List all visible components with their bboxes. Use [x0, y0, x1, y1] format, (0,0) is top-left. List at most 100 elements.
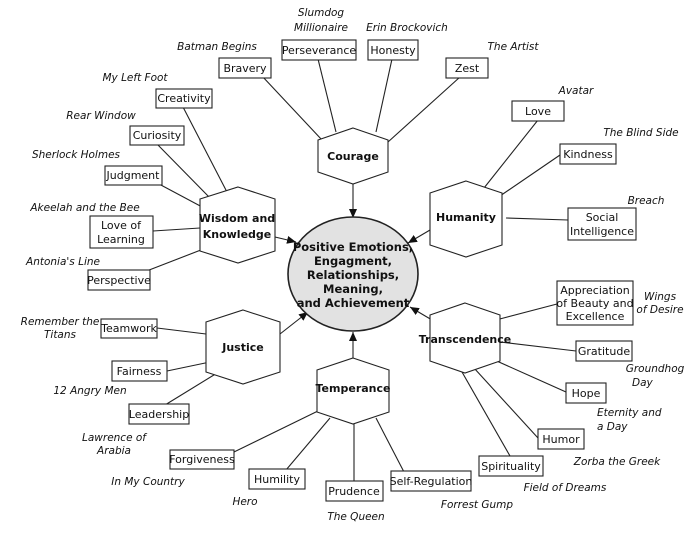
film-wings-line-1: Wings [644, 291, 677, 303]
virtue-transcendence-label: Transcendence [419, 333, 511, 346]
film-forrest-gump: Forrest Gump [441, 499, 514, 511]
virtue-justice: Justice [205, 309, 281, 385]
strength-self-regulation: Self-Regulation [390, 470, 473, 492]
strength-love-label: Love [525, 105, 551, 118]
film-field-of-dreams: Field of Dreams [524, 482, 607, 494]
strength-curiosity: Curiosity [129, 125, 185, 146]
strength-love-of-learning: Love of Learning [89, 215, 154, 249]
strength-self-regulation-label: Self-Regulation [390, 475, 473, 488]
strength-love-of-learning-label-2: Learning [97, 233, 145, 246]
strength-perseverance-label: Perseverance [282, 44, 357, 57]
film-akeelah: Akeelah and the Bee [29, 202, 139, 214]
strength-teamwork: Teamwork [100, 318, 158, 339]
film-remember-titans-line-1: Remember the [21, 316, 100, 328]
strength-bravery-label: Bravery [223, 62, 267, 75]
film-rear-window: Rear Window [66, 110, 136, 122]
film-my-left-foot: My Left Foot [102, 72, 168, 84]
virtue-temperance-label: Temperance [316, 382, 391, 395]
film-lawrence-line-1: Lawrence of [82, 432, 148, 444]
film-wings-line-2: of Desire [636, 304, 683, 316]
film-labels: Batman Begins Slumdog Millionaire Erin B… [21, 7, 685, 523]
virtue-justice-label: Justice [221, 341, 263, 354]
film-lawrence-line-2: Arabia [96, 445, 131, 457]
strength-leadership-label: Leadership [129, 408, 189, 421]
strength-gratitude-label: Gratitude [578, 345, 630, 358]
center-line-1: Positive Emotions, [293, 240, 413, 254]
film-breach: Breach [628, 195, 665, 207]
strength-prudence-label: Prudence [328, 485, 380, 498]
center-line-2: Engagment, [314, 254, 392, 268]
strength-love-of-learning-label-1: Love of [101, 219, 142, 232]
strength-fairness: Fairness [111, 360, 168, 382]
center-line-5: and Achievement [297, 296, 410, 310]
strength-zest-label: Zest [455, 62, 480, 75]
connector-lines [143, 58, 577, 482]
strength-spirituality-label: Spirituality [481, 460, 541, 473]
virtue-hexagons: Courage Wisdom and Knowledge Humanity Ju… [199, 127, 511, 425]
virtue-wisdom: Wisdom and Knowledge [199, 186, 276, 264]
strength-zest: Zest [445, 57, 489, 79]
film-antonias-line: Antonia's Line [25, 256, 100, 268]
film-12-angry-men: 12 Angry Men [53, 385, 126, 397]
center-node: Positive Emotions, Engagment, Relationsh… [287, 216, 419, 332]
strength-forgiveness: Forgiveness [169, 449, 235, 470]
strength-hope: Hope [565, 382, 607, 404]
center-line-3: Relationships, [307, 268, 399, 282]
virtue-wisdom-label-2: Knowledge [203, 228, 272, 241]
strength-curiosity-label: Curiosity [133, 129, 182, 142]
strength-social-intelligence-label-1: Social [586, 211, 619, 224]
film-sherlock-holmes: Sherlock Holmes [32, 149, 121, 161]
strength-humility: Humility [248, 468, 306, 490]
strength-judgment: Judgment [104, 165, 163, 186]
film-the-blind-side: The Blind Side [603, 127, 678, 139]
strength-hope-label: Hope [572, 387, 601, 400]
center-line-4: Meaning, [323, 282, 383, 296]
strength-spirituality: Spirituality [478, 455, 544, 477]
virtue-courage: Courage [317, 127, 389, 185]
strength-creativity-label: Creativity [157, 92, 211, 105]
film-eternity-line-2: a Day [597, 421, 628, 433]
strength-fairness-label: Fairness [117, 365, 162, 378]
strength-perspective: Perspective [87, 269, 151, 291]
strength-leadership: Leadership [128, 403, 190, 425]
strength-gratitude: Gratitude [575, 340, 633, 362]
virtue-wisdom-label-1: Wisdom and [199, 212, 275, 225]
strength-humor-label: Humor [542, 433, 580, 446]
film-hero: Hero [232, 496, 257, 508]
strength-kindness: Kindness [559, 143, 617, 165]
virtue-temperance: Temperance [316, 357, 391, 425]
strength-perspective-label: Perspective [87, 274, 151, 287]
strength-perseverance: Perseverance [281, 39, 357, 61]
virtue-transcendence: Transcendence [419, 302, 511, 374]
film-groundhog-line-2: Day [632, 377, 654, 389]
strength-humor: Humor [537, 428, 585, 450]
strength-honesty: Honesty [367, 39, 419, 61]
strength-prudence: Prudence [325, 480, 384, 502]
virtue-humanity: Humanity [429, 180, 503, 258]
strength-honesty-label: Honesty [370, 44, 416, 57]
film-in-my-country: In My Country [111, 476, 185, 488]
strength-appreciation-label-1: Appreciation [560, 284, 629, 297]
strength-humility-label: Humility [254, 473, 300, 486]
film-erin-brockovich: Erin Brockovich [366, 22, 448, 34]
virtue-courage-label: Courage [327, 150, 379, 163]
film-zorba: Zorba the Greek [573, 456, 661, 468]
strength-appreciation-label-3: Excellence [566, 310, 625, 323]
strength-appreciation-label-2: of Beauty and [556, 297, 633, 310]
strength-boxes: Bravery Perseverance Honesty Zest Creati… [87, 39, 637, 502]
film-the-queen: The Queen [327, 511, 384, 523]
strength-creativity: Creativity [155, 88, 213, 109]
film-slumdog-line-1: Slumdog [298, 7, 345, 19]
film-slumdog-line-2: Millionaire [294, 22, 348, 34]
strength-love: Love [511, 100, 565, 122]
film-remember-titans-line-2: Titans [44, 329, 77, 341]
strength-appreciation: Appreciation of Beauty and Excellence [556, 280, 634, 326]
strength-kindness-label: Kindness [563, 148, 613, 161]
strength-teamwork-label: Teamwork [100, 322, 157, 335]
film-the-artist: The Artist [488, 41, 540, 53]
film-eternity-line-1: Eternity and [597, 407, 662, 419]
strength-social-intelligence-label-2: Intelligence [570, 225, 634, 238]
strength-bravery: Bravery [218, 57, 272, 79]
film-batman-begins: Batman Begins [177, 41, 257, 53]
